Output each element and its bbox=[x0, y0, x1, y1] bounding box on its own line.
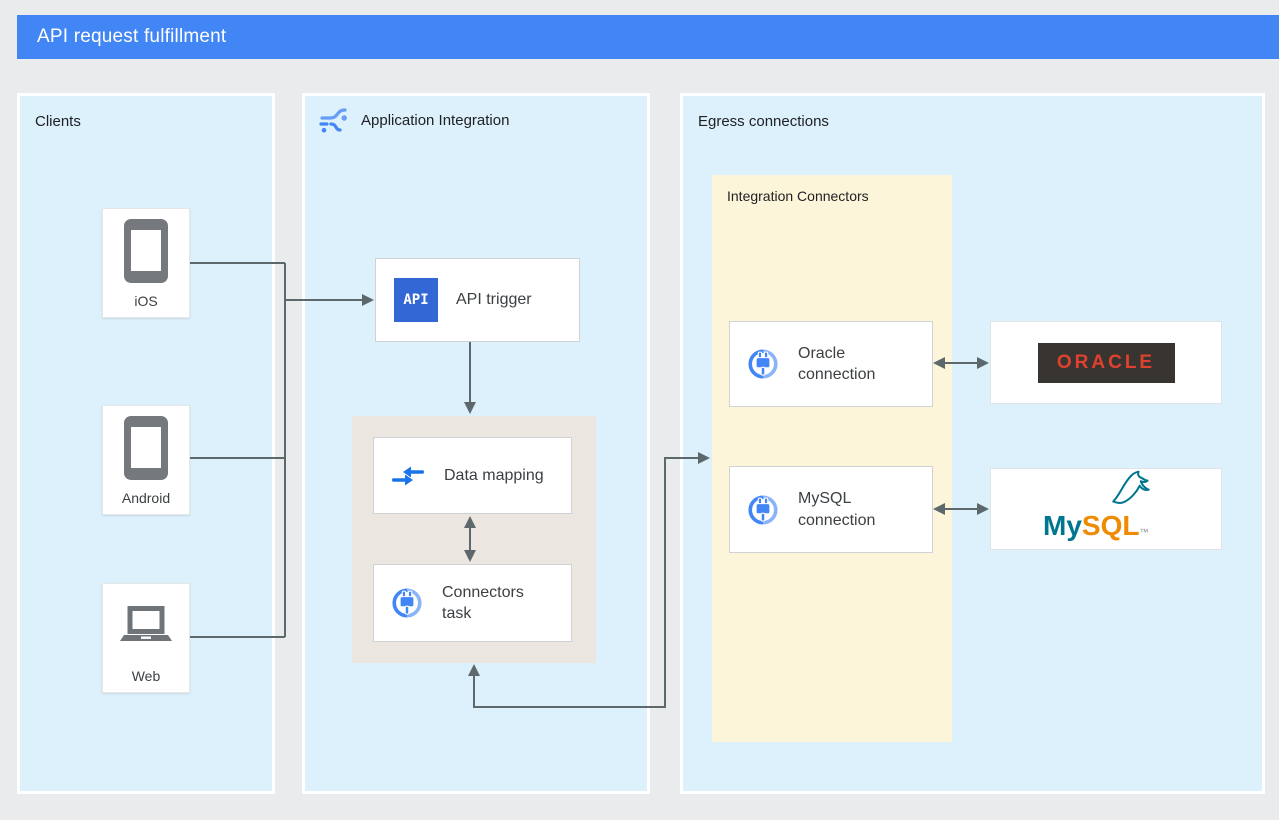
connectors-task-label: Connectors task bbox=[442, 583, 524, 622]
diagram-title-bar: API request fulfillment bbox=[17, 15, 1279, 59]
mysql-connection-label: MySQL connection bbox=[798, 490, 876, 529]
integration-connectors-icon bbox=[746, 347, 780, 381]
data-mapping-arrows-icon bbox=[390, 462, 426, 490]
oracle-database-node: ORACLE bbox=[990, 321, 1222, 404]
clients-panel-label: Clients bbox=[35, 113, 81, 130]
client-ios-label: iOS bbox=[134, 293, 158, 309]
mysql-wordmark-sql: SQL bbox=[1081, 510, 1140, 541]
integration-connectors-label: Integration Connectors bbox=[727, 188, 869, 204]
mysql-connection-node: MySQL connection bbox=[729, 466, 933, 553]
mysql-wordmark: MySQL™ bbox=[1043, 510, 1148, 542]
egress-connections-label: Egress connections bbox=[698, 113, 829, 130]
mysql-database-node: MySQL™ bbox=[990, 468, 1222, 550]
api-trigger-node: API API trigger bbox=[375, 258, 580, 342]
connectors-task-node: Connectors task bbox=[373, 564, 572, 642]
client-android-label: Android bbox=[121, 490, 171, 506]
mysql-logo: MySQL™ bbox=[1021, 470, 1191, 546]
phone-icon bbox=[124, 219, 168, 283]
oracle-logo-text: ORACLE bbox=[1056, 351, 1156, 373]
data-mapping-node: Data mapping bbox=[373, 437, 572, 514]
api-badge-icon: API bbox=[394, 278, 438, 322]
application-integration-header: Application Integration bbox=[317, 104, 509, 136]
mysql-wordmark-my: My bbox=[1043, 510, 1082, 541]
phone-icon bbox=[124, 416, 168, 480]
api-trigger-label: API trigger bbox=[456, 291, 532, 309]
client-android-node: Android bbox=[102, 405, 190, 515]
oracle-connection-label: Oracle connection bbox=[798, 344, 876, 383]
mysql-dolphin-icon bbox=[1105, 470, 1153, 511]
oracle-logo: ORACLE bbox=[1037, 342, 1175, 383]
diagram-title: API request fulfillment bbox=[37, 26, 227, 47]
egress-connections-panel: Egress connections Integration Connector… bbox=[680, 93, 1265, 794]
integration-connectors-icon bbox=[746, 493, 780, 527]
laptop-icon bbox=[119, 606, 173, 644]
integration-connectors-icon bbox=[390, 586, 424, 620]
clients-panel: Clients iOS Android bbox=[17, 93, 275, 794]
app-integration-icon bbox=[317, 104, 349, 136]
integration-connectors-panel: Integration Connectors bbox=[712, 175, 952, 742]
mysql-trademark: ™ bbox=[1139, 527, 1149, 537]
data-mapping-label: Data mapping bbox=[444, 466, 544, 484]
application-integration-label: Application Integration bbox=[361, 111, 510, 129]
client-web-label: Web bbox=[131, 668, 161, 684]
client-ios-node: iOS bbox=[102, 208, 190, 318]
application-integration-panel: Application Integration API API trigger … bbox=[302, 93, 650, 794]
client-web-node: Web bbox=[102, 583, 190, 693]
oracle-connection-node: Oracle connection bbox=[729, 321, 933, 407]
